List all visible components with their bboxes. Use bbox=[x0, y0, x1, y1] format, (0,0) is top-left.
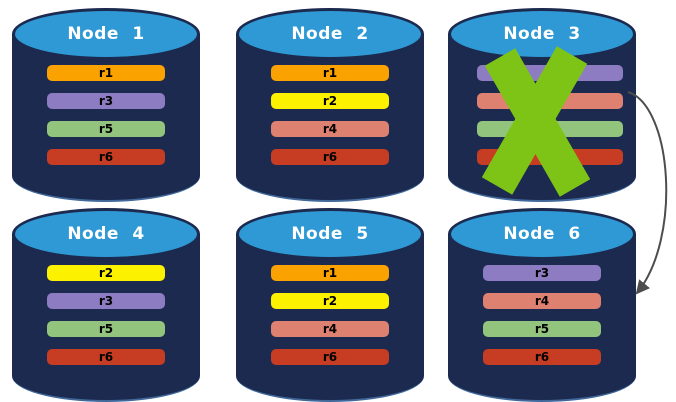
replica-label: r6 bbox=[322, 150, 338, 164]
replica-label: r4 bbox=[534, 294, 550, 308]
replica-bar-r3: r3 bbox=[47, 293, 165, 309]
replica-bar-r6: r6 bbox=[47, 349, 165, 365]
replica-label: r3 bbox=[98, 294, 114, 308]
replica-bar-r1: r1 bbox=[271, 265, 389, 281]
replica-bar-r5: r5 bbox=[483, 321, 601, 337]
node-3: Node 3r3 bbox=[448, 8, 636, 202]
replica-label: r4 bbox=[322, 322, 338, 336]
replica-bar-r5: r5 bbox=[47, 321, 165, 337]
replica-bar-r1: r1 bbox=[271, 65, 389, 81]
replica-bar-r2: r2 bbox=[271, 93, 389, 109]
replica-bar-r1: r1 bbox=[47, 65, 165, 81]
cylinder-top: Node 4 bbox=[12, 208, 200, 260]
replica-list: r1 r3 r5 r6 bbox=[12, 65, 200, 177]
cylinder-top: Node 3 bbox=[448, 8, 636, 60]
replica-list: r1 r2 r4 r6 bbox=[236, 265, 424, 377]
replica-label: r3 bbox=[98, 94, 114, 108]
replica-bar-r6: r6 bbox=[271, 349, 389, 365]
replica-bar-r3: r3 bbox=[47, 93, 165, 109]
node-4: Node 4 r2 r3 r5 r6 bbox=[12, 208, 200, 402]
replica-label: r6 bbox=[98, 150, 114, 164]
node-title: Node 6 bbox=[503, 224, 581, 244]
replica-label: r1 bbox=[322, 266, 338, 280]
replica-label: r2 bbox=[98, 266, 114, 280]
replica-bar-r6: r6 bbox=[47, 149, 165, 165]
node-2: Node 2 r1 r2 r4 r6 bbox=[236, 8, 424, 202]
replica-label: r2 bbox=[322, 294, 338, 308]
cylinder-top: Node 2 bbox=[236, 8, 424, 60]
cylinder-top: Node 1 bbox=[12, 8, 200, 60]
node-6: Node 6 r3 r4 r5 r6 bbox=[448, 208, 636, 402]
replica-bar-r4: r4 bbox=[483, 293, 601, 309]
replica-bar-r4: r4 bbox=[271, 321, 389, 337]
replica-list: r3 r4 r5 r6 bbox=[448, 265, 636, 377]
replica-label: r2 bbox=[322, 94, 338, 108]
replica-label: r5 bbox=[98, 322, 114, 336]
node-title: Node 2 bbox=[291, 24, 369, 44]
replica-label: r1 bbox=[98, 66, 114, 80]
replica-label: r6 bbox=[534, 350, 550, 364]
failure-x-icon bbox=[481, 46, 591, 197]
node-1: Node 1 r1 r3 r5 r6 bbox=[12, 8, 200, 202]
replica-list: r2 r3 r5 r6 bbox=[12, 265, 200, 377]
replica-bar-r5: r5 bbox=[47, 121, 165, 137]
node-title: Node 4 bbox=[67, 224, 145, 244]
node-title: Node 5 bbox=[291, 224, 369, 244]
cylinder-top: Node 5 bbox=[236, 208, 424, 260]
replica-bar-r6: r6 bbox=[483, 349, 601, 365]
node-title: Node 3 bbox=[503, 24, 581, 44]
node-title: Node 1 bbox=[67, 24, 145, 44]
replica-bar-r2: r2 bbox=[271, 293, 389, 309]
replica-label: r5 bbox=[98, 122, 114, 136]
replica-bar-r4: r4 bbox=[271, 121, 389, 137]
replica-label: r3 bbox=[534, 266, 550, 280]
replica-label: r1 bbox=[322, 66, 338, 80]
replica-label: r4 bbox=[322, 122, 338, 136]
replica-bar-r6: r6 bbox=[271, 149, 389, 165]
replica-bar-r2: r2 bbox=[47, 265, 165, 281]
replica-list: r1 r2 r4 r6 bbox=[236, 65, 424, 177]
replica-label: r6 bbox=[322, 350, 338, 364]
node-5: Node 5 r1 r2 r4 r6 bbox=[236, 208, 424, 402]
cylinder-top: Node 6 bbox=[448, 208, 636, 260]
replica-label: r6 bbox=[98, 350, 114, 364]
replica-bar-r3: r3 bbox=[483, 265, 601, 281]
replica-label: r5 bbox=[534, 322, 550, 336]
